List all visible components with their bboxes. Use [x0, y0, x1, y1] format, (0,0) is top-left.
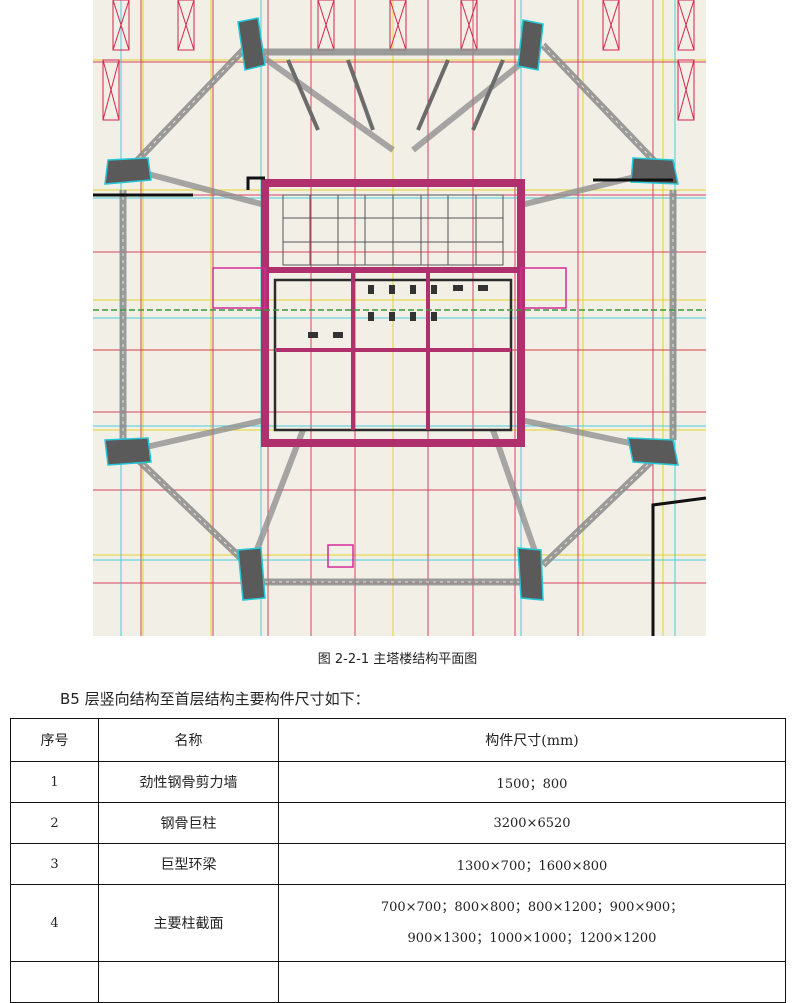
header-serial: 序号 — [10, 718, 99, 762]
row-serial: 1 — [10, 761, 99, 803]
component-size-table: 序号 名称 构件尺寸(mm) 1 劲性钢骨剪力墙 1500；800 2 钢骨巨柱… — [10, 718, 786, 1003]
structural-plan-drawing — [93, 0, 707, 636]
header-name: 名称 — [98, 718, 279, 762]
table-row: 3 巨型环梁 1300×700；1600×800 — [10, 843, 786, 885]
row-size-line: 700×700；800×800；800×1200；900×900； — [380, 900, 684, 915]
table-row-partial — [10, 961, 786, 1003]
row-size: 700×700；800×800；800×1200；900×900； 900×13… — [278, 884, 786, 962]
table-header-row: 序号 名称 构件尺寸(mm) — [10, 718, 786, 762]
row-size: 3200×6520 — [278, 802, 786, 844]
table-row: 1 劲性钢骨剪力墙 1500；800 — [10, 761, 786, 803]
table-row: 2 钢骨巨柱 3200×6520 — [10, 802, 786, 844]
figure-caption: 图 2-2-1 主塔楼结构平面图 — [317, 652, 478, 667]
row-serial: 3 — [10, 843, 99, 885]
row-name: 劲性钢骨剪力墙 — [98, 761, 279, 803]
row-size-line: 900×1300；1000×1000；1200×1200 — [407, 931, 657, 946]
intro-text: B5 层竖向结构至首层结构主要构件尺寸如下： — [60, 690, 370, 708]
row-name: 钢骨巨柱 — [98, 802, 279, 844]
row-size: 1500；800 — [278, 761, 786, 803]
row-name: 巨型环梁 — [98, 843, 279, 885]
row-serial: 4 — [10, 884, 99, 962]
table-row: 4 主要柱截面 700×700；800×800；800×1200；900×900… — [10, 884, 786, 962]
row-name: 主要柱截面 — [98, 884, 279, 962]
header-size: 构件尺寸(mm) — [278, 718, 786, 762]
row-size: 1300×700；1600×800 — [278, 843, 786, 885]
row-serial: 2 — [10, 802, 99, 844]
